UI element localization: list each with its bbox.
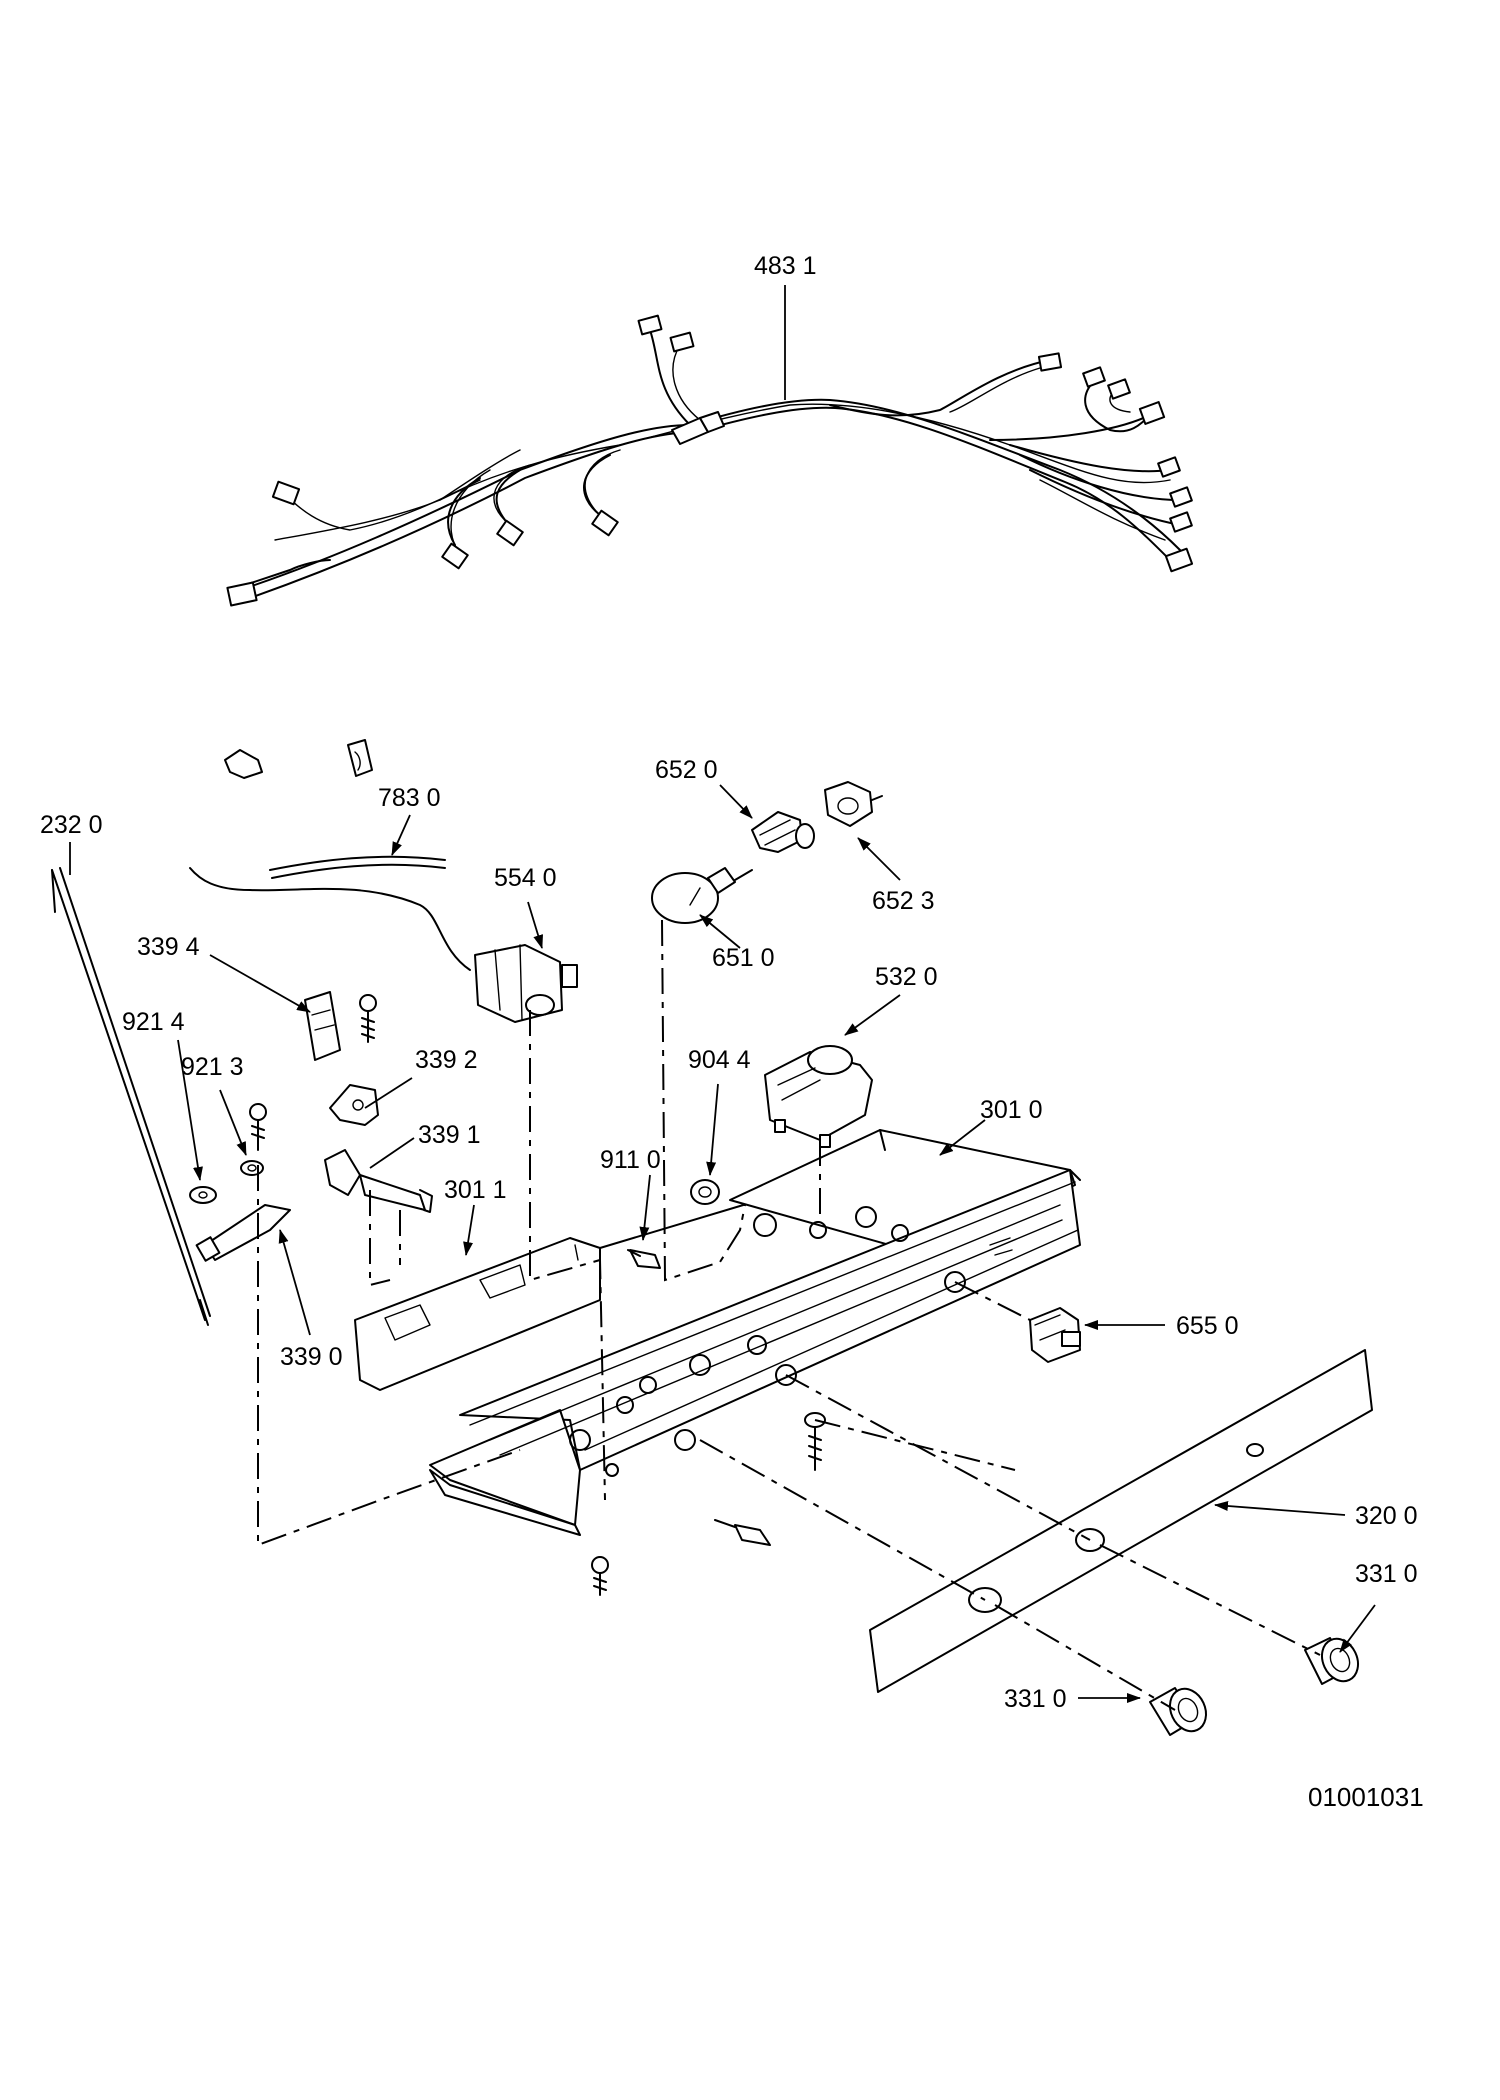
control-housing xyxy=(430,1130,1080,1535)
lever xyxy=(197,1205,290,1261)
small-clips xyxy=(225,740,372,778)
assembly-lines xyxy=(258,920,1320,1710)
callout-921-4: 921 4 xyxy=(122,1008,185,1036)
callout-652-0: 652 0 xyxy=(655,756,718,784)
screw-911 xyxy=(628,1250,660,1268)
washers xyxy=(190,1104,266,1203)
callout-532-0: 532 0 xyxy=(875,963,938,991)
callout-339-4: 339 4 xyxy=(137,933,200,961)
callout-301-0: 301 0 xyxy=(980,1096,1043,1124)
callout-554-0: 554 0 xyxy=(494,864,557,892)
callout-339-0: 339 0 xyxy=(280,1343,343,1371)
callout-331-0-right: 331 0 xyxy=(1355,1560,1418,1588)
bracket-339-2 xyxy=(330,1085,378,1125)
lamp-assembly xyxy=(652,782,882,923)
callout-904-4: 904 4 xyxy=(688,1046,751,1074)
mounting-plate xyxy=(355,1200,760,1390)
thermostat xyxy=(475,945,577,1022)
callout-651-0: 651 0 xyxy=(712,944,775,972)
callout-320-0: 320 0 xyxy=(1355,1502,1418,1530)
sensor-tube xyxy=(190,857,470,970)
callout-652-3: 652 3 xyxy=(872,887,935,915)
wire-harness xyxy=(227,316,1192,606)
callout-301-1: 301 1 xyxy=(444,1176,507,1204)
callout-labels: 483 1 783 0 232 0 554 0 652 0 652 3 651 … xyxy=(40,252,1424,1812)
callout-921-3: 921 3 xyxy=(181,1053,244,1081)
defrost-timer xyxy=(765,1046,872,1147)
callout-232-0: 232 0 xyxy=(40,811,103,839)
figure-reference-number: 01001031 xyxy=(1308,1782,1424,1812)
door-switch xyxy=(1030,1308,1080,1362)
bracket-339-1 xyxy=(325,1150,432,1212)
callout-483-1: 483 1 xyxy=(754,252,817,280)
callout-331-0-left: 331 0 xyxy=(1004,1685,1067,1713)
callout-655-0: 655 0 xyxy=(1176,1312,1239,1340)
rod xyxy=(52,868,210,1325)
callout-339-2: 339 2 xyxy=(415,1046,478,1074)
callout-911-0: 911 0 xyxy=(600,1146,661,1174)
callout-339-1: 339 1 xyxy=(418,1121,481,1149)
grommet xyxy=(691,1180,719,1204)
callout-leaders xyxy=(70,285,1375,1703)
callout-783-0: 783 0 xyxy=(378,784,441,812)
screw-top xyxy=(360,995,376,1042)
control-panel xyxy=(870,1350,1372,1692)
bracket-339-4 xyxy=(305,992,340,1060)
knobs xyxy=(1150,1633,1365,1737)
